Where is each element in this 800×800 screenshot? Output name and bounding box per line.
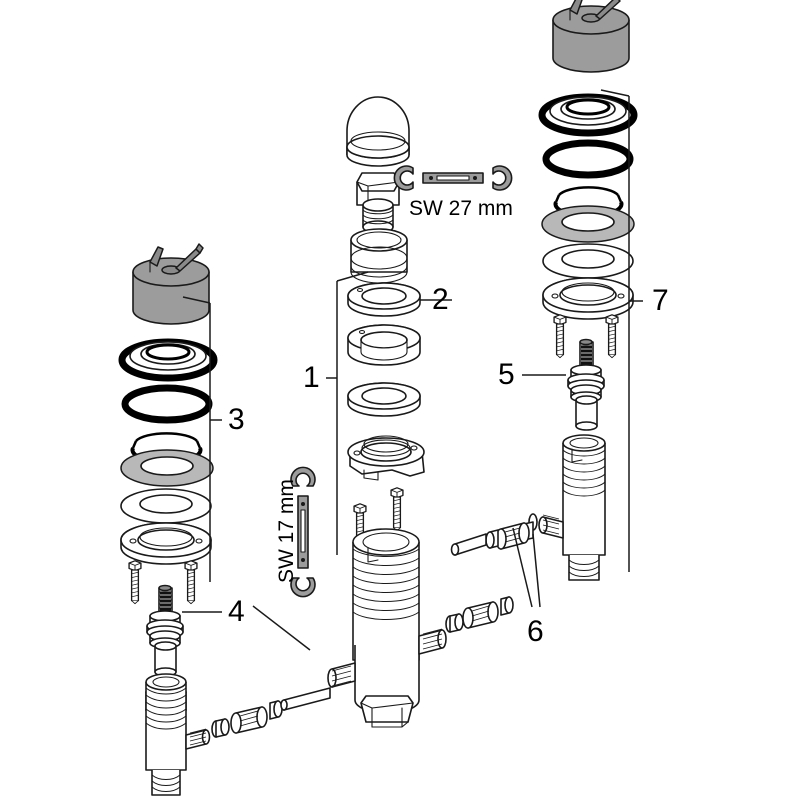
center-right-tube-fitting (445, 596, 514, 633)
left-mounting-screw-a (128, 560, 142, 605)
right-assembly (445, 0, 638, 633)
callout-leaders (182, 89, 643, 651)
left-valve-cartridge (146, 584, 184, 677)
open-end-wrench-icon-sw17 (290, 466, 316, 598)
left-threaded-valve-body (145, 673, 211, 796)
right-valve-cartridge (567, 338, 605, 431)
callout-2: 2 (432, 283, 449, 316)
callout-4: 4 (228, 595, 245, 628)
right-o-ring-black (542, 139, 634, 179)
right-gasket-washer-gray (541, 205, 635, 243)
left-flange-plate (120, 522, 212, 565)
left-assembly (118, 243, 331, 796)
right-handle-cap (552, 0, 630, 73)
right-threaded-valve-body (538, 434, 606, 581)
callout-5: 5 (498, 358, 515, 391)
center-hex-nut-sw27 (356, 172, 400, 234)
right-flange-plate (542, 277, 634, 320)
left-gasket-washer-gray (120, 449, 214, 487)
left-washer-white (120, 488, 212, 524)
right-mounting-screw-a (553, 314, 567, 359)
center-dome-cap (346, 96, 410, 167)
center-flange-base (347, 435, 425, 481)
center-assembly (327, 96, 447, 728)
callout-7: 7 (652, 284, 669, 317)
right-tube-fitting (450, 513, 538, 556)
right-mounting-screw-b (605, 314, 619, 359)
open-end-wrench-icon-sw27 (393, 165, 513, 191)
center-threaded-body (352, 528, 420, 661)
center-threaded-sleeve (350, 228, 408, 284)
center-spacer-ring (347, 324, 421, 366)
center-lower-ring (347, 382, 421, 417)
callout-3: 3 (228, 403, 245, 436)
center-screw-a (390, 487, 404, 532)
tool-label-sw17: SW 17 mm (275, 479, 298, 583)
center-upper-ring (347, 282, 421, 317)
left-mounting-screw-b (184, 560, 198, 605)
tool-label-sw27: SW 27 mm (409, 197, 513, 220)
right-washer-white (542, 243, 634, 279)
left-o-ring-seal-large (118, 338, 218, 382)
callout-6: 6 (527, 615, 544, 648)
left-handle-cap (132, 243, 210, 325)
right-o-ring-seal-large (538, 93, 638, 137)
left-o-ring-black (121, 384, 213, 424)
left-tube-fitting (211, 687, 331, 738)
callout-1: 1 (303, 361, 320, 394)
center-valve-housing (327, 628, 447, 728)
